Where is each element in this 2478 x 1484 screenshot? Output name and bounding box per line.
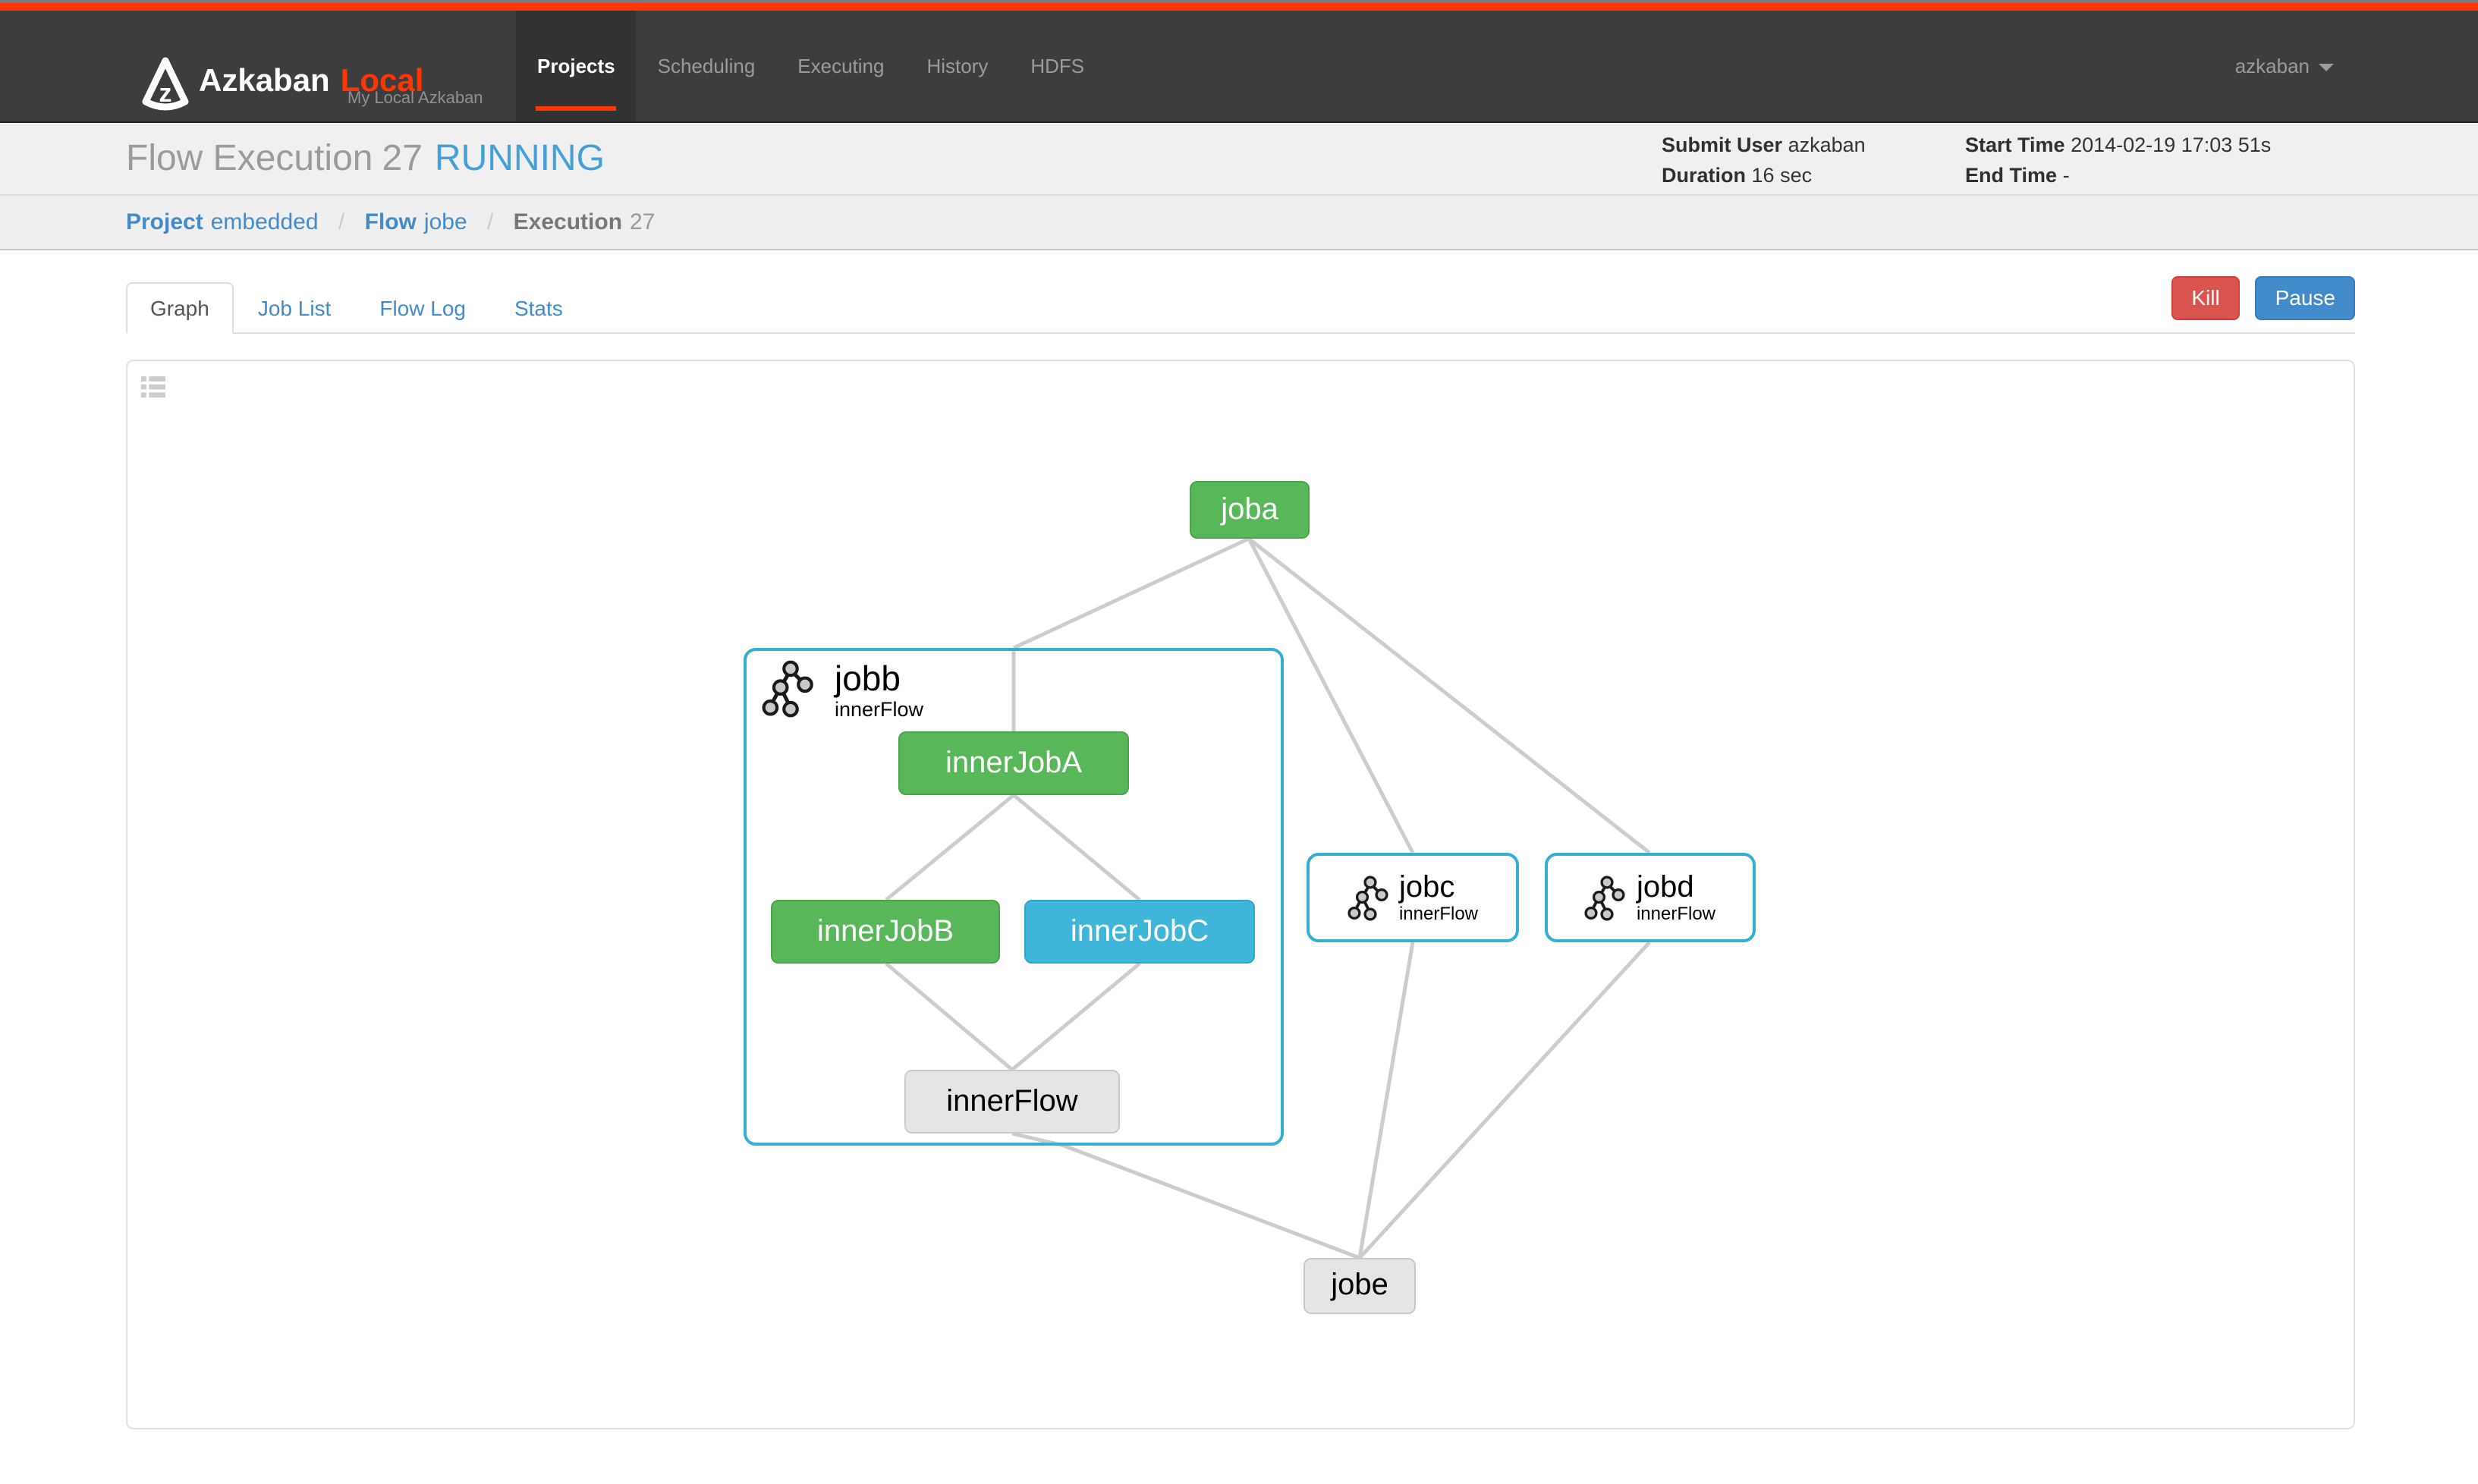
breadcrumb-execution-value: 27 — [630, 209, 656, 235]
submit-user-label: Submit User — [1662, 134, 1783, 156]
user-dropdown[interactable]: azkaban — [2235, 11, 2334, 121]
nav-item-executing[interactable]: Executing — [797, 55, 885, 77]
graph-edge — [1011, 962, 1141, 1071]
nav-item-projects[interactable]: Projects — [516, 11, 637, 121]
graph-edge — [1063, 1143, 1360, 1260]
user-name: azkaban — [2234, 55, 2310, 77]
breadcrumb-execution: Execution 27 — [514, 209, 656, 235]
duration-value: 16 sec — [1751, 164, 1813, 187]
brand-name: Azkaban — [199, 64, 330, 99]
chevron-down-icon — [2319, 64, 2334, 72]
kill-button[interactable]: Kill — [2171, 276, 2240, 320]
flow-tree-icon — [762, 660, 813, 718]
end-time-value: - — [2062, 164, 2070, 187]
graph-edges-layer — [885, 536, 1651, 1260]
exec-info-left: Submit User azkaban Duration 16 sec — [1662, 130, 1866, 191]
brand-accent-bar — [0, 3, 2478, 11]
tab-flow-log[interactable]: Flow Log — [379, 296, 466, 320]
end-time-label: End Time — [1965, 164, 2058, 187]
flow-box-subtitle: innerFlow — [835, 698, 924, 721]
pause-button[interactable]: Pause — [2255, 276, 2355, 320]
start-time-label: Start Time — [1965, 134, 2065, 156]
breadcrumb-project[interactable]: Project embedded — [126, 209, 319, 235]
flow-tree-icon — [1585, 875, 1626, 920]
main-nav: Projects Scheduling Executing History HD… — [516, 11, 1105, 121]
breadcrumb-separator: / — [486, 209, 494, 235]
graph-edge — [1012, 794, 1141, 901]
breadcrumb-project-value: embedded — [210, 209, 319, 235]
tab-stats[interactable]: Stats — [514, 296, 563, 320]
svg-text:z: z — [159, 79, 172, 108]
graph-edge — [1358, 941, 1651, 1259]
flow-box-title: jobb — [835, 659, 901, 698]
flow-node-subtitle: innerFlow — [1398, 902, 1479, 923]
brand-instance-name: Local — [340, 64, 424, 99]
graph-node-jobe[interactable]: jobe — [1303, 1258, 1416, 1314]
flow-tree-icon — [1347, 875, 1388, 920]
breadcrumb-flow-value: jobe — [423, 209, 467, 235]
start-time-value: 2014-02-19 17:03 51s — [2071, 134, 2272, 156]
tab-graph[interactable]: Graph — [126, 282, 234, 334]
breadcrumb-separator: / — [338, 209, 345, 235]
tab-job-list[interactable]: Job List — [257, 296, 332, 320]
start-time-row: Start Time 2014-02-19 17:03 51s — [1965, 130, 2271, 161]
exec-info-right: Start Time 2014-02-19 17:03 51s End Time… — [1965, 130, 2271, 191]
breadcrumb-flow-label: Flow — [364, 209, 417, 235]
top-navbar: z Azkaban Local My Local Azkaban Projects… — [0, 11, 2478, 123]
duration-label: Duration — [1662, 164, 1746, 187]
status-badge: RUNNING — [434, 138, 605, 179]
flow-actions: Kill Pause — [2171, 276, 2355, 320]
azkaban-logo-icon: z — [142, 57, 189, 111]
graph-edge — [885, 962, 1014, 1071]
flow-node-subtitle: innerFlow — [1636, 902, 1716, 923]
nav-item-hdfs[interactable]: HDFS — [1030, 55, 1085, 77]
duration-row: Duration 16 sec — [1662, 161, 1866, 191]
flow-node-title: jobd — [1636, 870, 1694, 904]
graph-edge — [885, 794, 1015, 901]
nav-item-scheduling[interactable]: Scheduling — [657, 55, 756, 77]
brand-title[interactable]: Azkaban Local — [199, 64, 423, 100]
breadcrumb-execution-label: Execution — [513, 209, 623, 235]
job-list-toggle-icon[interactable] — [141, 376, 165, 398]
graph-node-innerJobA[interactable]: innerJobA — [898, 731, 1129, 795]
breadcrumb-project-label: Project — [126, 209, 203, 235]
submit-user-value: azkaban — [1788, 134, 1866, 156]
graph-node-innerJobC[interactable]: innerJobC — [1024, 900, 1255, 964]
graph-node-innerFlow[interactable]: innerFlow — [904, 1070, 1120, 1133]
title-text: Flow Execution — [126, 138, 373, 179]
graph-edge — [1247, 537, 1415, 854]
graph-edge — [1012, 536, 1250, 650]
graph-node-joba[interactable]: joba — [1190, 481, 1310, 539]
end-time-row: End Time - — [1965, 161, 2271, 191]
view-tabs: Graph Job List Flow Log Stats Kill Pause — [126, 276, 2355, 334]
graph-edge — [1357, 942, 1415, 1259]
nav-item-history[interactable]: History — [926, 55, 989, 77]
graph-edge — [1247, 537, 1651, 854]
screen-top-strip — [0, 0, 2478, 3]
flow-node-title: jobc — [1398, 870, 1455, 904]
graph-node-innerJobB[interactable]: innerJobB — [771, 900, 1000, 964]
brand-subtitle: My Local Azkaban — [347, 90, 483, 108]
execution-id: 27 — [382, 138, 423, 179]
submit-user-row: Submit User azkaban — [1662, 130, 1866, 161]
